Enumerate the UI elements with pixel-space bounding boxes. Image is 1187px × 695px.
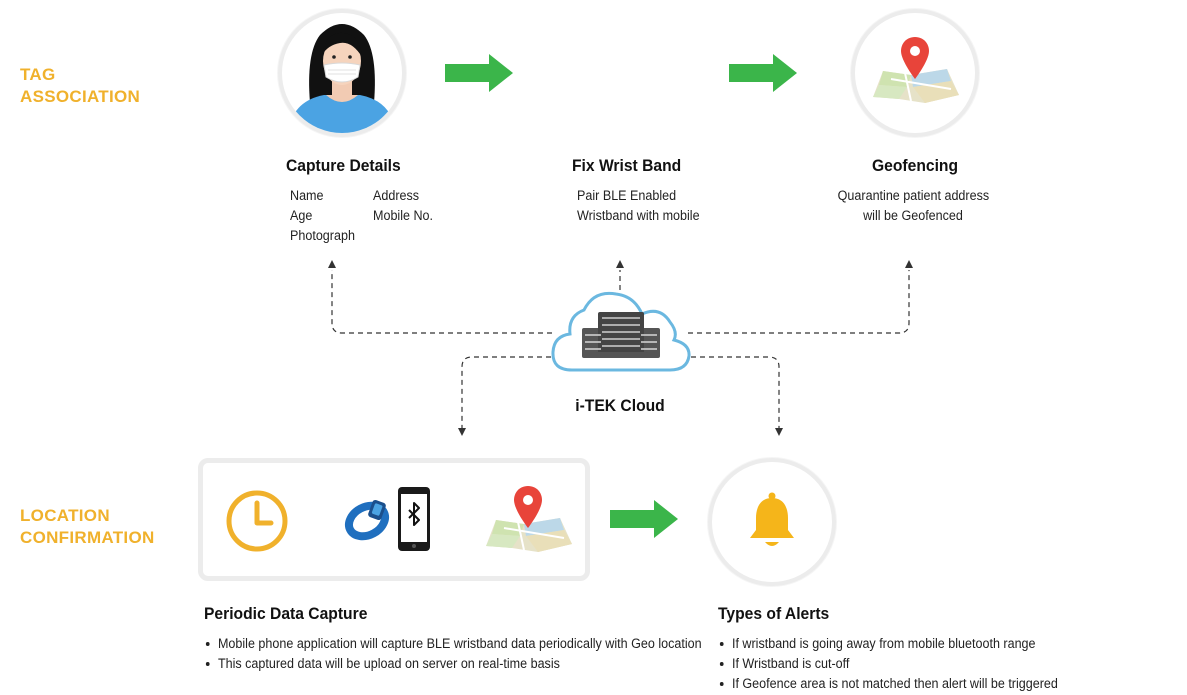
geofence-map-circle [851,9,979,137]
section-label-location-confirmation: LOCATION CONFIRMATION [20,505,155,549]
alert-bell-circle [708,458,836,586]
arrow-right-icon [729,54,797,92]
list-item: Mobile phone application will capture BL… [204,634,702,654]
phone-bluetooth-icon [398,487,430,551]
alerts-bullets: If wristband is going away from mobile b… [718,634,1058,694]
person-mask-icon [288,24,396,133]
wristband-line: Wristband with mobile [577,208,700,223]
list-item: This captured data will be upload on ser… [204,654,702,674]
periodic-data-title: Periodic Data Capture [204,604,368,623]
field-name: Name [290,188,324,203]
section-label-line: TAG [20,65,56,84]
cloud-label: i-TEK Cloud [575,396,665,415]
bell-icon [750,492,794,546]
section-label-line: CONFIRMATION [20,528,155,547]
cloud-server-icon [551,291,691,372]
capture-fields-col2: Address Mobile No. [373,186,433,226]
section-label-line: LOCATION [20,506,110,525]
wristband-icon [344,499,390,541]
list-item: If Wristband is cut-off [718,654,1058,674]
field-photograph: Photograph [290,228,355,243]
cloud-label-wrap: i-TEK Cloud [540,396,700,416]
geofencing-line: will be Geofenced [863,208,963,223]
section-label-tag-association: TAG ASSOCIATION [20,64,140,108]
field-age: Age [290,208,313,223]
capture-fields-col1: Name Age Photograph [290,186,355,246]
arrow-right-icon [445,54,513,92]
wristband-description: Pair BLE Enabled Wristband with mobile [577,186,700,226]
alerts-title: Types of Alerts [718,604,830,623]
arrow-right-icon [610,500,678,538]
periodic-data-bullets: Mobile phone application will capture BL… [204,634,702,674]
section-label-line: ASSOCIATION [20,87,141,106]
map-pin-icon [486,486,572,552]
person-avatar-circle [278,9,406,137]
list-item: If Geofence area is not matched then ale… [718,674,1058,694]
geofencing-line: Quarantine patient address [837,188,990,203]
geofencing-title: Geofencing [872,156,959,175]
map-pin-icon [873,37,959,103]
field-address: Address [373,188,420,203]
wristband-line: Pair BLE Enabled [577,188,677,203]
geofencing-description: Quarantine patient address will be Geofe… [832,186,994,226]
field-mobile: Mobile No. [373,208,434,223]
fix-wrist-band-title: Fix Wrist Band [572,156,682,175]
clock-icon [226,490,288,552]
list-item: If wristband is going away from mobile b… [718,634,1058,654]
capture-details-title: Capture Details [286,156,401,175]
